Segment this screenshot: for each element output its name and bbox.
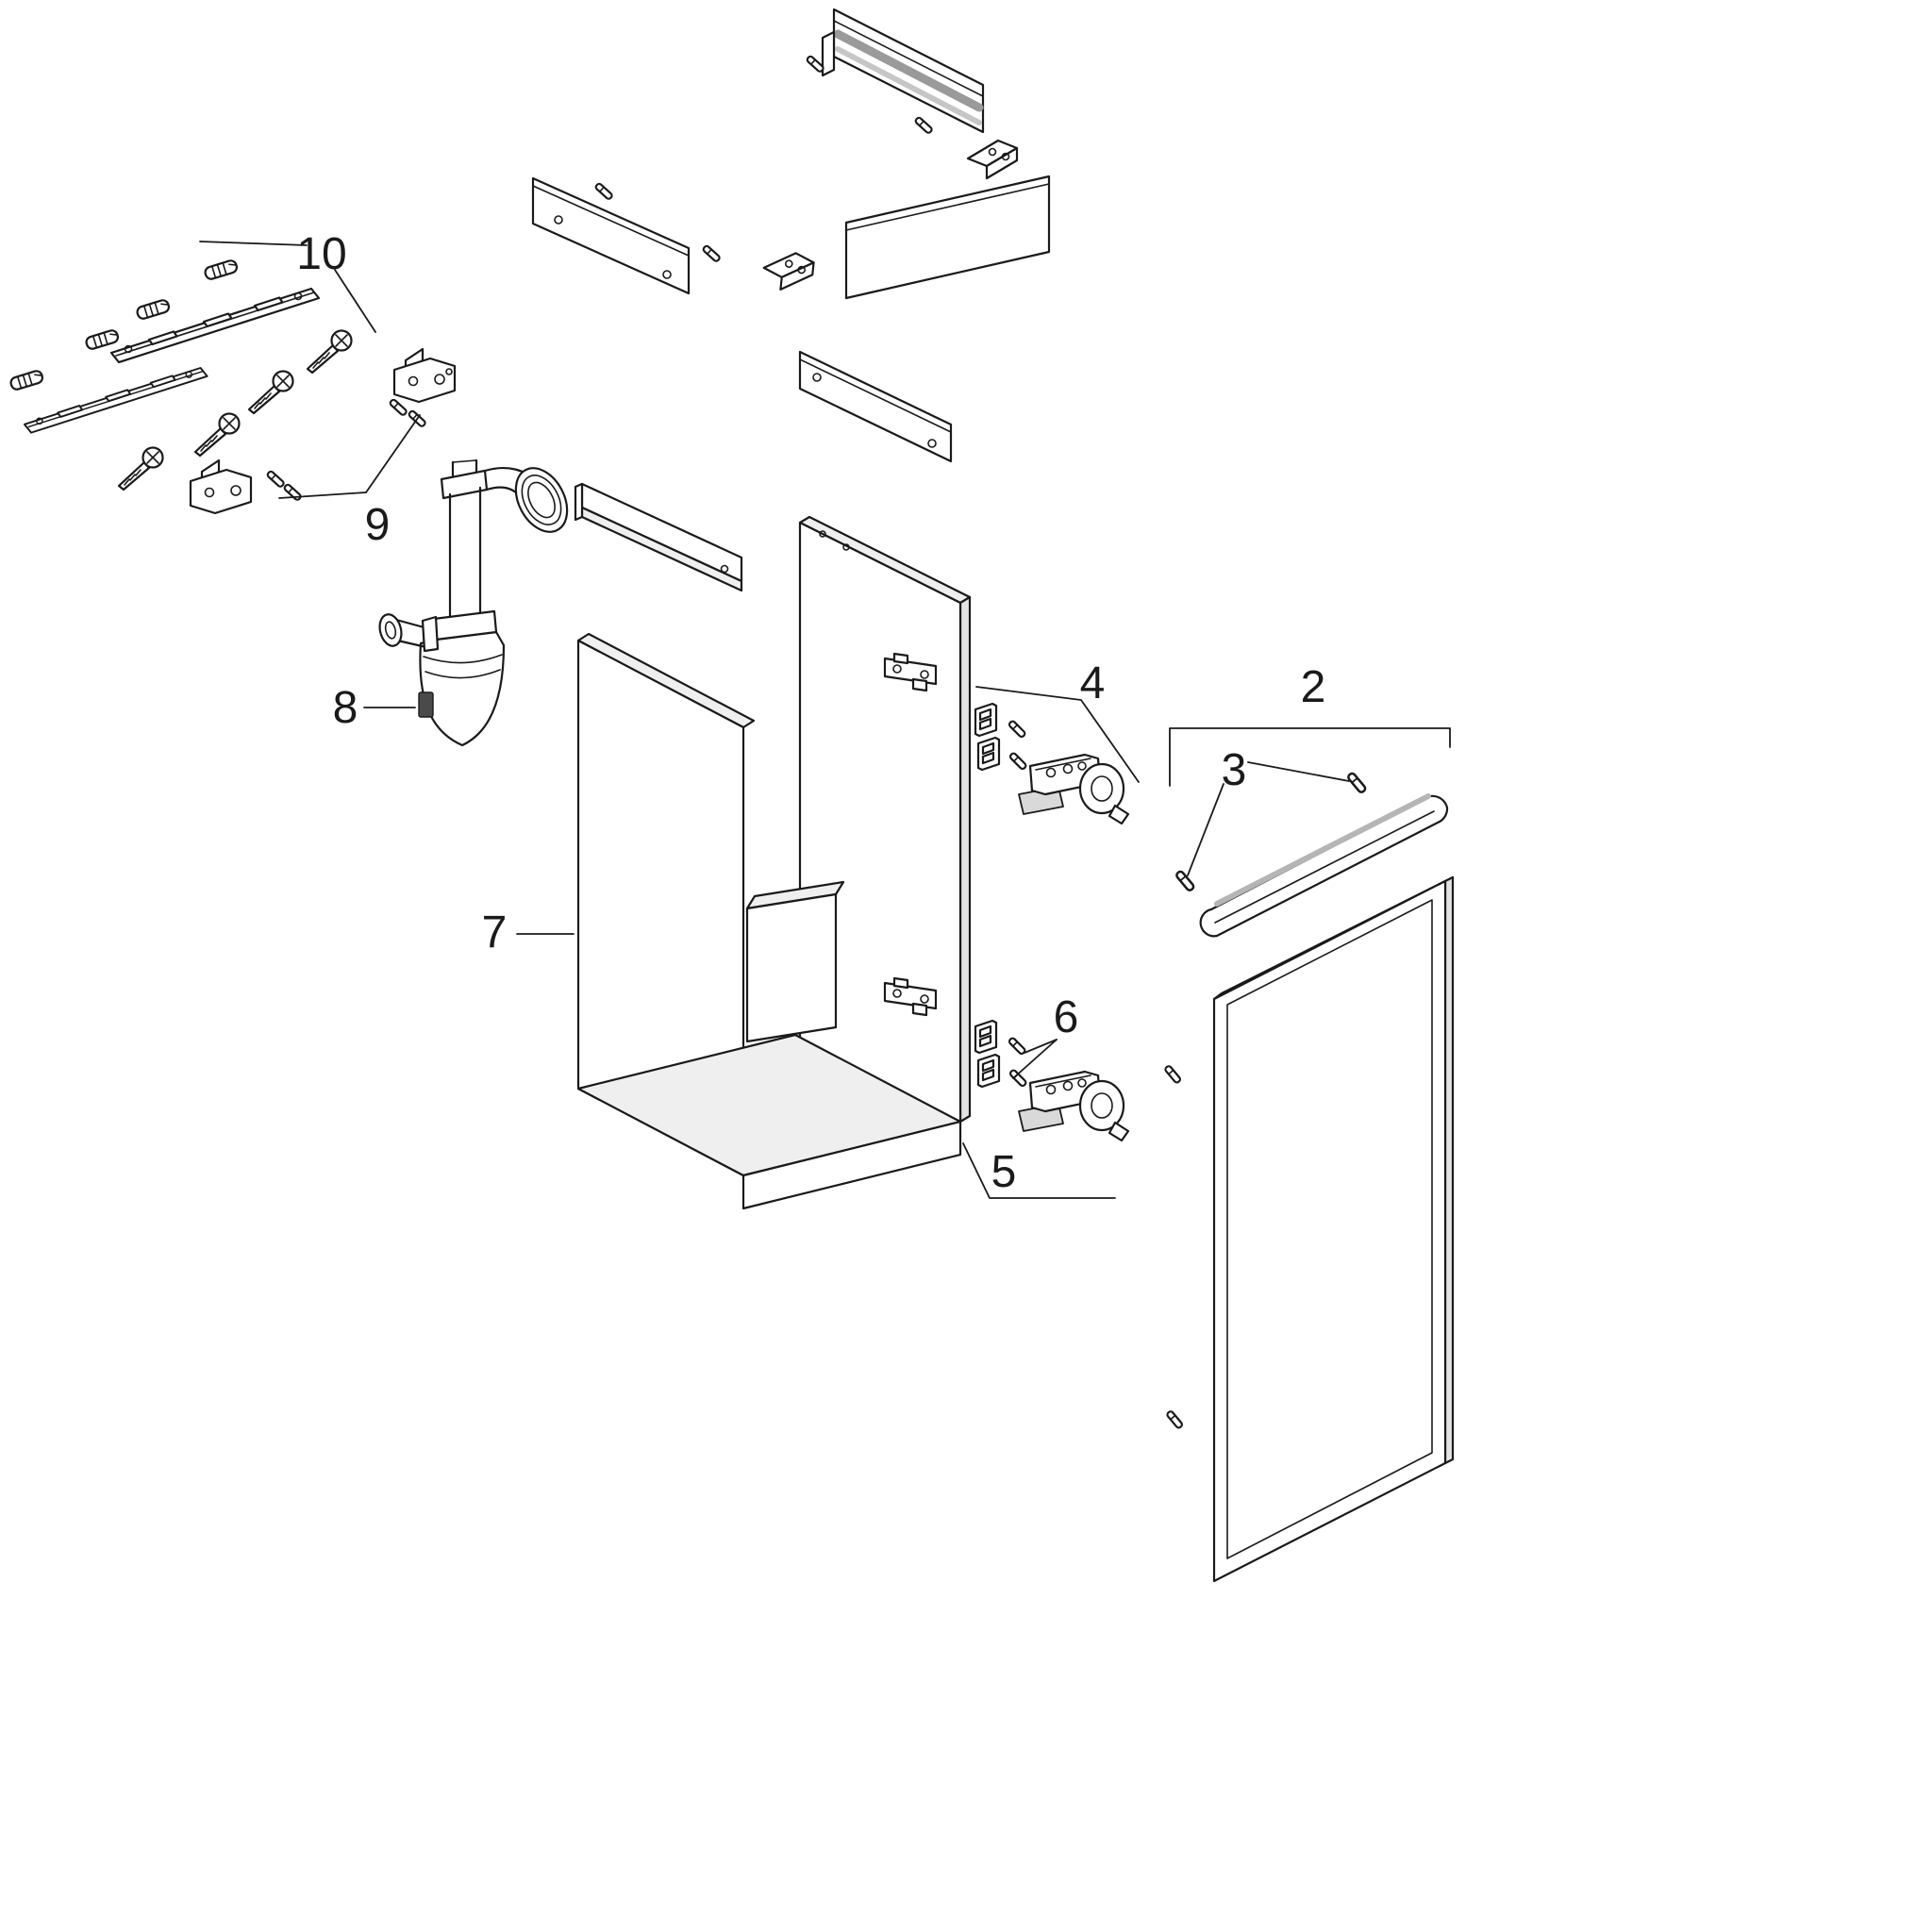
screw-icon — [805, 54, 825, 75]
part-label-9: 9 — [365, 500, 391, 550]
carcass-shelf — [745, 880, 845, 1043]
suspension-bracket-upper — [388, 347, 457, 429]
angle-bracket — [966, 139, 1019, 180]
part-label-7: 7 — [482, 908, 508, 958]
leader-line-3 — [1187, 783, 1224, 876]
leader-line-5 — [962, 1142, 1116, 1199]
screw-icon — [1165, 1408, 1185, 1430]
mid-rail — [574, 482, 743, 592]
leader-line-6 — [1024, 1039, 1058, 1054]
screw-icon — [701, 243, 722, 264]
leader-line-10 — [199, 241, 308, 246]
part-label-5: 5 — [991, 1147, 1017, 1197]
leader-line-4 — [975, 686, 1140, 783]
carcass-side-panel — [798, 515, 972, 1124]
hinge-set-upper — [974, 702, 1130, 825]
screw-icon — [1345, 771, 1368, 795]
screw-icon — [913, 115, 934, 136]
part-label-8: 8 — [333, 683, 358, 733]
screw-icon — [1163, 1063, 1183, 1085]
siphon-trap — [378, 458, 569, 747]
leader-line-3 — [1247, 761, 1350, 782]
screw-icon — [1174, 869, 1196, 893]
carcass-bottom — [576, 1033, 962, 1210]
top-slide-rail — [821, 8, 985, 134]
leader-line-10 — [334, 269, 376, 333]
leader-line-9 — [278, 491, 367, 499]
hinge-set-lower — [974, 1019, 1130, 1142]
door-top-trim — [1199, 793, 1449, 938]
part-label-4: 4 — [1080, 658, 1106, 708]
back-rail — [798, 350, 953, 463]
suspension-bracket-lower — [189, 458, 303, 515]
wall-rail-fixing-set — [8, 258, 353, 491]
part-label-6: 6 — [1054, 992, 1079, 1042]
top-panel-small — [531, 176, 691, 295]
part-label-2: 2 — [1301, 662, 1326, 712]
top-panel-large — [844, 175, 1051, 300]
screw-icon — [593, 181, 614, 202]
angle-bracket — [760, 248, 816, 294]
part-label-3: 3 — [1222, 745, 1247, 795]
door-panel — [1212, 875, 1455, 1583]
carcass-left-panel — [576, 632, 756, 1177]
part-label-10: 10 — [296, 229, 346, 279]
leader-line-6 — [1012, 1039, 1058, 1079]
bracket-line-2 — [1169, 727, 1451, 787]
leader-line-9 — [365, 414, 421, 493]
